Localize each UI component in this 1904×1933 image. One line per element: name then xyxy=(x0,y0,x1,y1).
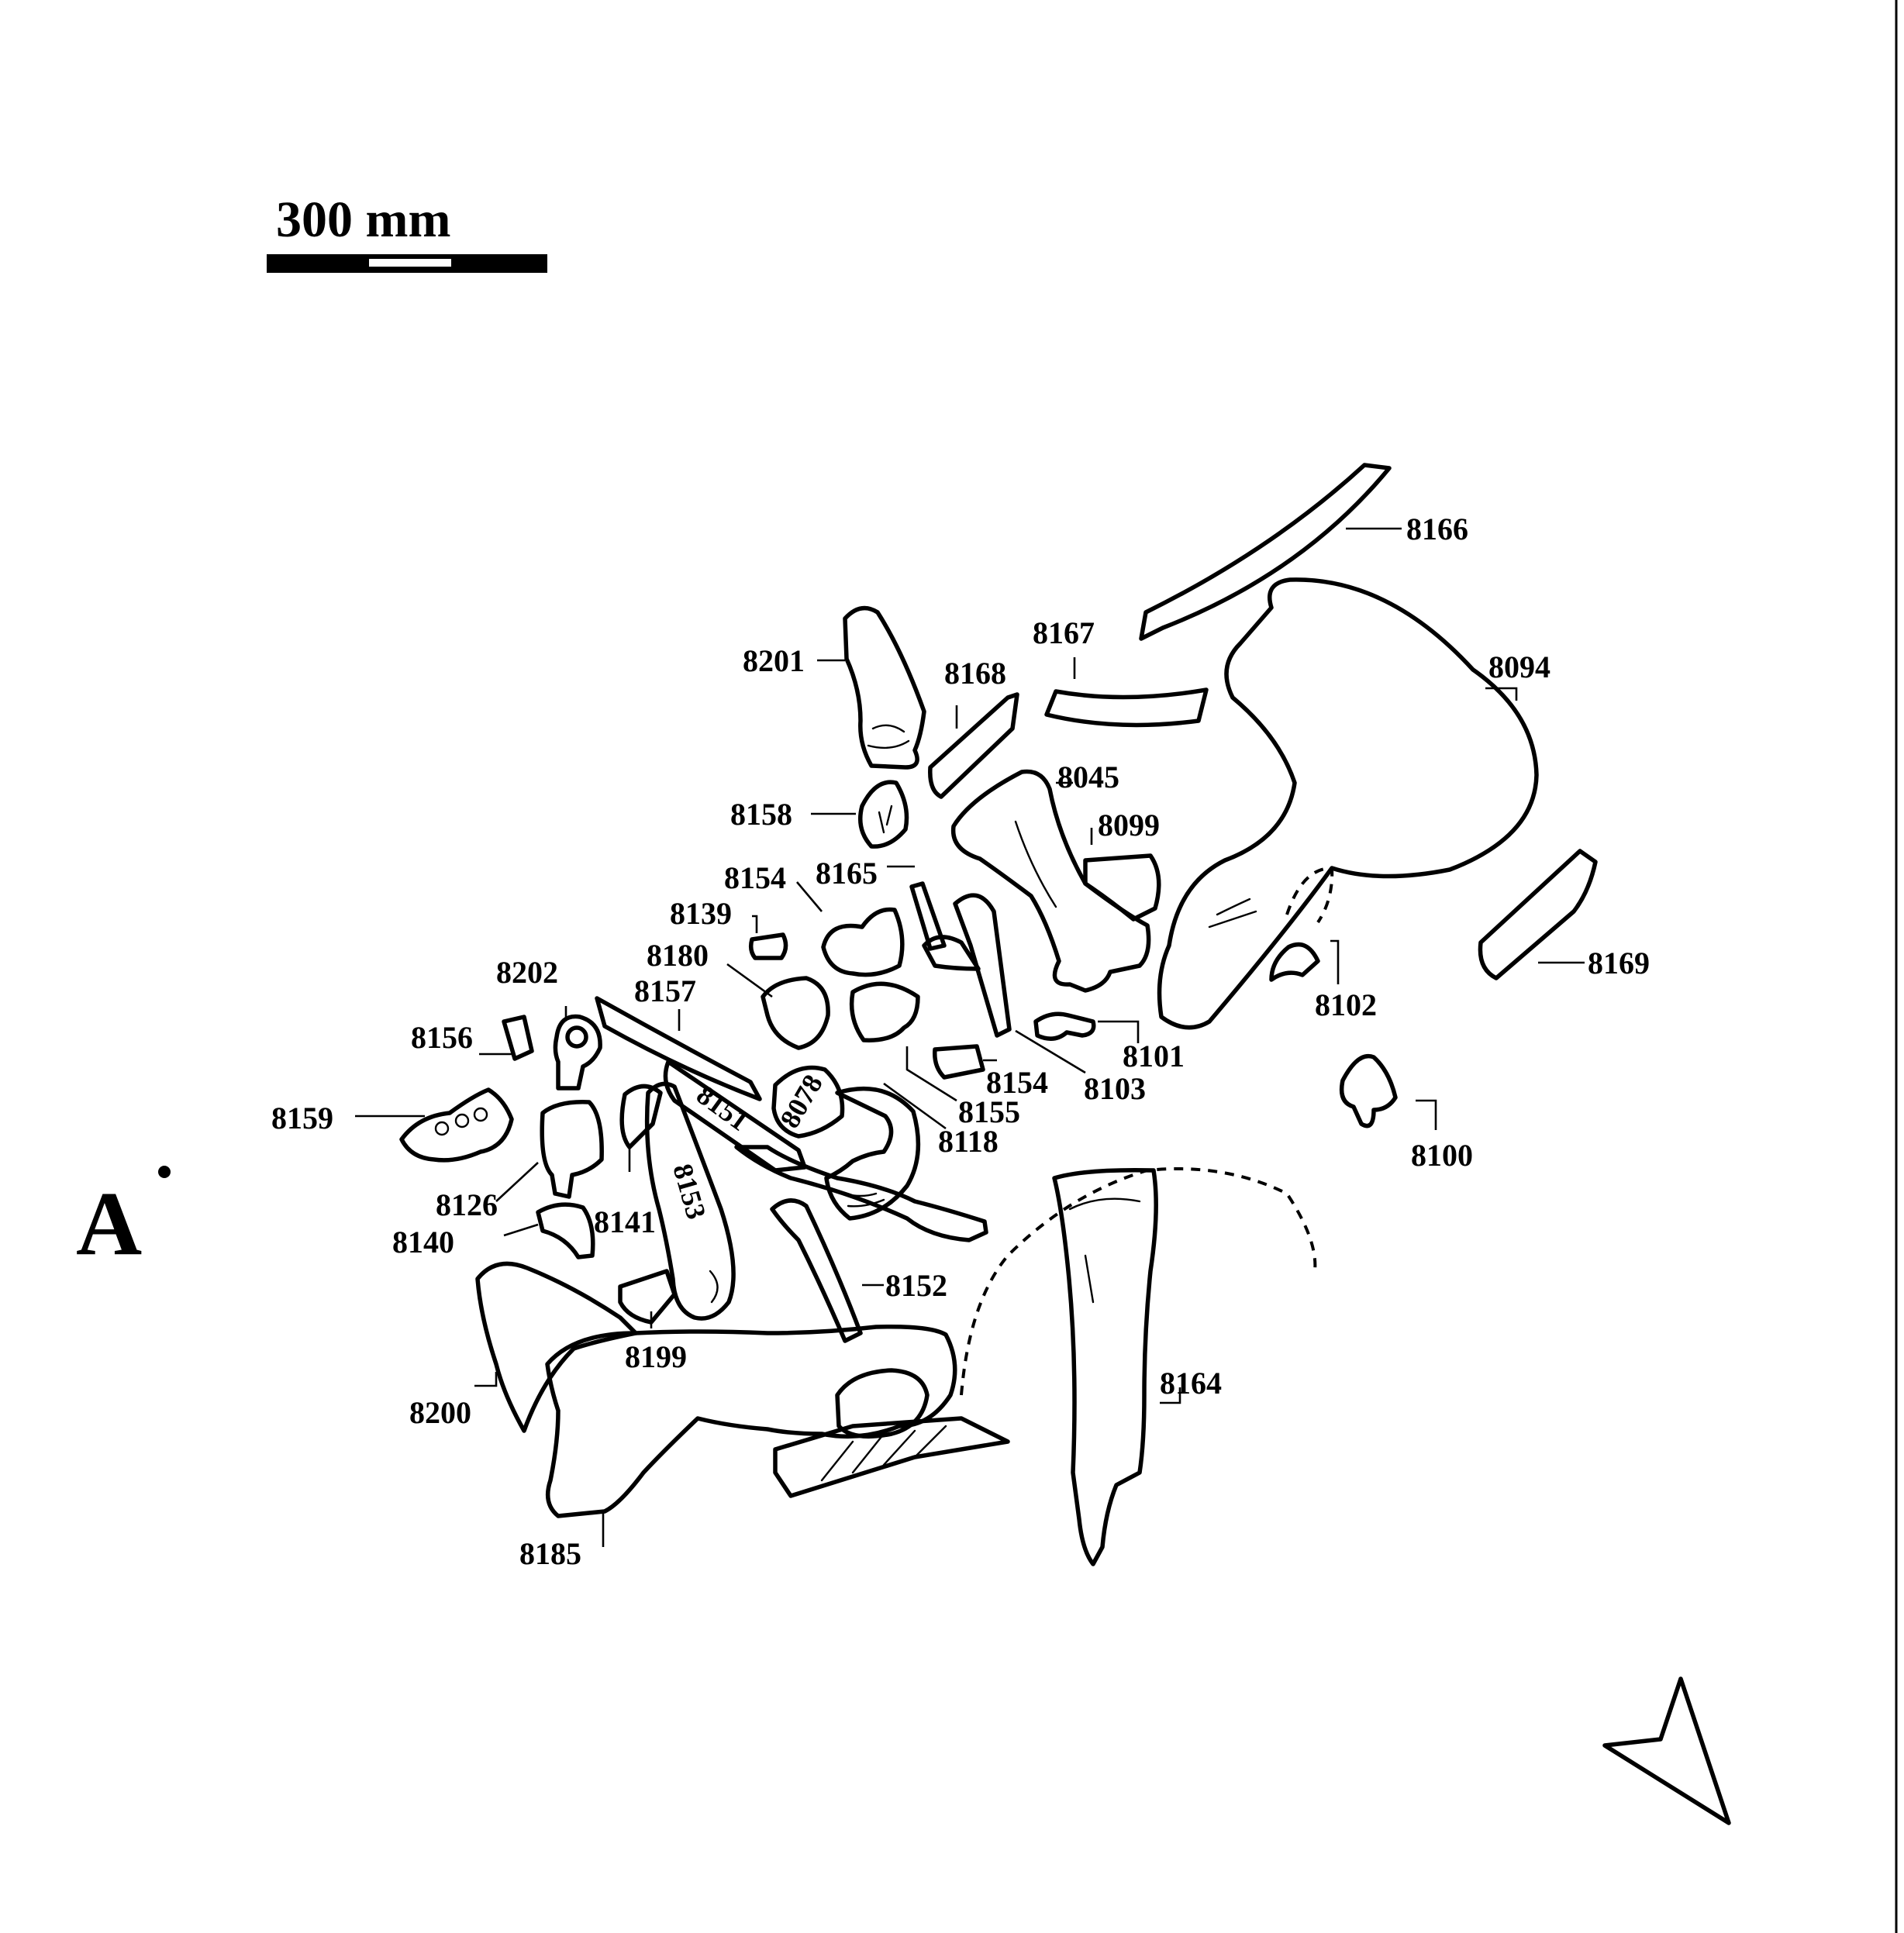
bone-8103 xyxy=(953,893,1012,1038)
label-8168: 8168 xyxy=(944,656,1006,691)
north-arrow xyxy=(1602,1676,1731,1825)
bone-8201 xyxy=(843,605,926,770)
label-8185: 8185 xyxy=(519,1536,581,1571)
label-8166: 8166 xyxy=(1406,512,1468,546)
label-8159: 8159 xyxy=(271,1101,333,1135)
label-8094: 8094 xyxy=(1488,650,1550,684)
bone-8180 xyxy=(761,976,830,1050)
label-8199: 8199 xyxy=(625,1339,687,1374)
bone-8101 xyxy=(1033,1011,1096,1041)
bone-8141 xyxy=(619,1084,663,1149)
bone-outlines xyxy=(399,463,1598,1566)
bone-8151 xyxy=(663,1060,807,1173)
bone-8078 xyxy=(771,1065,845,1139)
bone-8102 xyxy=(1285,866,1334,924)
bone-8118 xyxy=(824,1086,921,1221)
label-8201: 8201 xyxy=(743,643,805,678)
label-8167: 8167 xyxy=(1033,615,1095,650)
bone-8168 xyxy=(928,692,1019,799)
bone-8152 xyxy=(734,1145,988,1242)
bone-8154-upper xyxy=(821,907,905,977)
bone-8199 xyxy=(618,1269,677,1325)
bone-8154-lower xyxy=(933,1044,985,1080)
section-marker-letter: A xyxy=(76,1173,142,1274)
label-8151: 8151 xyxy=(691,1079,754,1137)
bone-8159 xyxy=(399,1087,514,1163)
dashed-outline xyxy=(960,1167,1317,1396)
label-8180: 8180 xyxy=(647,938,709,973)
label-8141: 8141 xyxy=(594,1204,656,1239)
bone-8167 xyxy=(1044,687,1209,728)
bone-8164 xyxy=(1052,1167,1158,1566)
bone-8153 xyxy=(644,1081,736,1321)
bone-8156 xyxy=(502,1015,534,1061)
bone-8166 xyxy=(1139,463,1392,641)
label-8200: 8200 xyxy=(409,1395,471,1430)
bone-8045 xyxy=(950,769,1151,993)
bone-8139 xyxy=(748,932,788,960)
bone-8126 xyxy=(540,1100,604,1199)
scale-bar-segment xyxy=(369,259,451,267)
label-8100: 8100 xyxy=(1411,1138,1473,1173)
label-8154-lower: 8154 xyxy=(986,1065,1048,1100)
bone-8100 xyxy=(1339,1053,1398,1128)
bone-8200 xyxy=(475,1261,638,1433)
bone-8165 xyxy=(909,881,947,951)
leader-lines xyxy=(355,527,1585,1547)
label-8139: 8139 xyxy=(670,896,732,931)
label-8158: 8158 xyxy=(730,797,792,832)
bone-8169 xyxy=(1478,849,1598,980)
scale-bar-label: 300 mm xyxy=(276,191,450,248)
bone-8094 xyxy=(1157,577,1539,1030)
label-8202: 8202 xyxy=(496,955,558,990)
label-8101: 8101 xyxy=(1123,1039,1185,1073)
label-8156: 8156 xyxy=(411,1020,473,1055)
label-8165: 8165 xyxy=(816,856,878,891)
label-8118: 8118 xyxy=(938,1124,999,1159)
bone-8155 xyxy=(849,981,920,1042)
section-marker-dot xyxy=(158,1166,171,1178)
section-marker: A xyxy=(76,1166,171,1274)
label-8140: 8140 xyxy=(392,1225,454,1259)
label-8157: 8157 xyxy=(634,973,696,1008)
label-8155: 8155 xyxy=(958,1094,1020,1129)
bone-8158 xyxy=(858,780,909,849)
bone-8157 xyxy=(595,996,762,1101)
specimen-labels: 8166 8167 8094 8201 8168 8045 8099 8158 … xyxy=(271,512,1650,1571)
label-8154-upper: 8154 xyxy=(724,860,786,895)
bone-8202 xyxy=(553,1014,602,1091)
label-8102: 8102 xyxy=(1315,987,1377,1022)
label-8152: 8152 xyxy=(885,1268,947,1303)
label-8164: 8164 xyxy=(1160,1366,1222,1401)
label-8169: 8169 xyxy=(1588,946,1650,980)
label-8126: 8126 xyxy=(436,1187,498,1222)
label-8045: 8045 xyxy=(1057,760,1119,794)
label-8099: 8099 xyxy=(1098,808,1160,842)
label-8103: 8103 xyxy=(1084,1071,1146,1106)
bone-8099 xyxy=(1083,853,1161,922)
bone-8140 xyxy=(536,1202,595,1259)
scale-bar: 300 mm xyxy=(267,191,547,273)
